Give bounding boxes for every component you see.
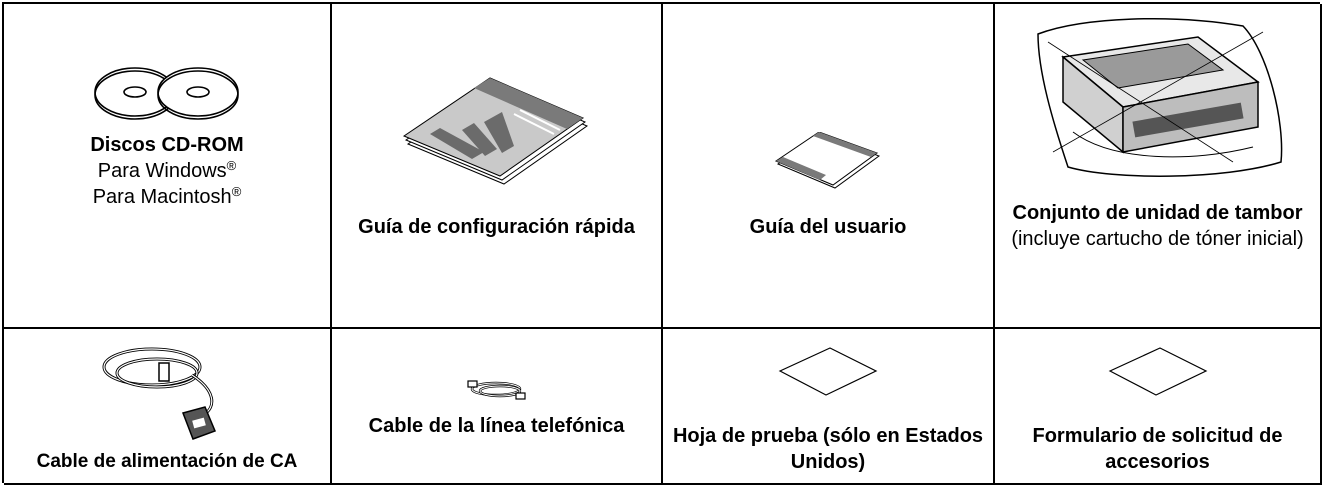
quick-setup-guide-icon — [332, 74, 661, 194]
drum-unit-icon — [995, 12, 1320, 182]
power-cord-icon — [4, 335, 330, 445]
user-guide-icon — [663, 132, 993, 192]
drum-unit-caption: Conjunto de unidad de tambor (incluye ca… — [1001, 200, 1314, 252]
item-subtitle: (incluye cartucho de tóner inicial) — [1011, 228, 1304, 250]
cell-cd-rom: Discos CD-ROM Para Windows® Para Macinto… — [4, 4, 332, 329]
test-sheet-icon — [663, 347, 993, 397]
cell-user-guide: Guía del usuario — [663, 4, 995, 329]
cell-test-sheet: Hoja de prueba (sólo en Estados Unidos) — [663, 329, 995, 485]
cell-ac-power-cord: Cable de alimentación de CA — [4, 329, 332, 485]
item-title: Conjunto de unidad de tambor — [1012, 202, 1303, 224]
cd-rom-caption: Discos CD-ROM Para Windows® Para Macinto… — [10, 132, 324, 210]
cell-accessory-order-form: Formulario de solicitud de accesorios — [995, 329, 1322, 485]
cell-quick-setup-guide: Guía de configuración rápida — [332, 4, 663, 329]
item-title: Formulario de solicitud de accesorios — [1032, 425, 1283, 473]
cell-telephone-line-cord: Cable de la línea telefónica — [332, 329, 663, 485]
cell-drum-unit: Conjunto de unidad de tambor (incluye ca… — [995, 4, 1322, 329]
telephone-cord-icon — [332, 375, 661, 405]
item-line-macintosh: Para Macintosh® — [92, 184, 242, 208]
item-title: Cable de la línea telefónica — [368, 415, 625, 437]
item-title: Guía del usuario — [749, 216, 907, 238]
item-title: Hoja de prueba (sólo en Estados Unidos) — [672, 425, 984, 473]
cd-rom-discs-icon — [4, 64, 330, 124]
item-title: Discos CD-ROM — [90, 134, 244, 156]
item-line-windows: Para Windows® — [97, 158, 237, 182]
item-title: Cable de alimentación de CA — [36, 451, 298, 472]
item-title: Guía de configuración rápida — [358, 216, 635, 238]
order-form-icon — [995, 347, 1320, 397]
